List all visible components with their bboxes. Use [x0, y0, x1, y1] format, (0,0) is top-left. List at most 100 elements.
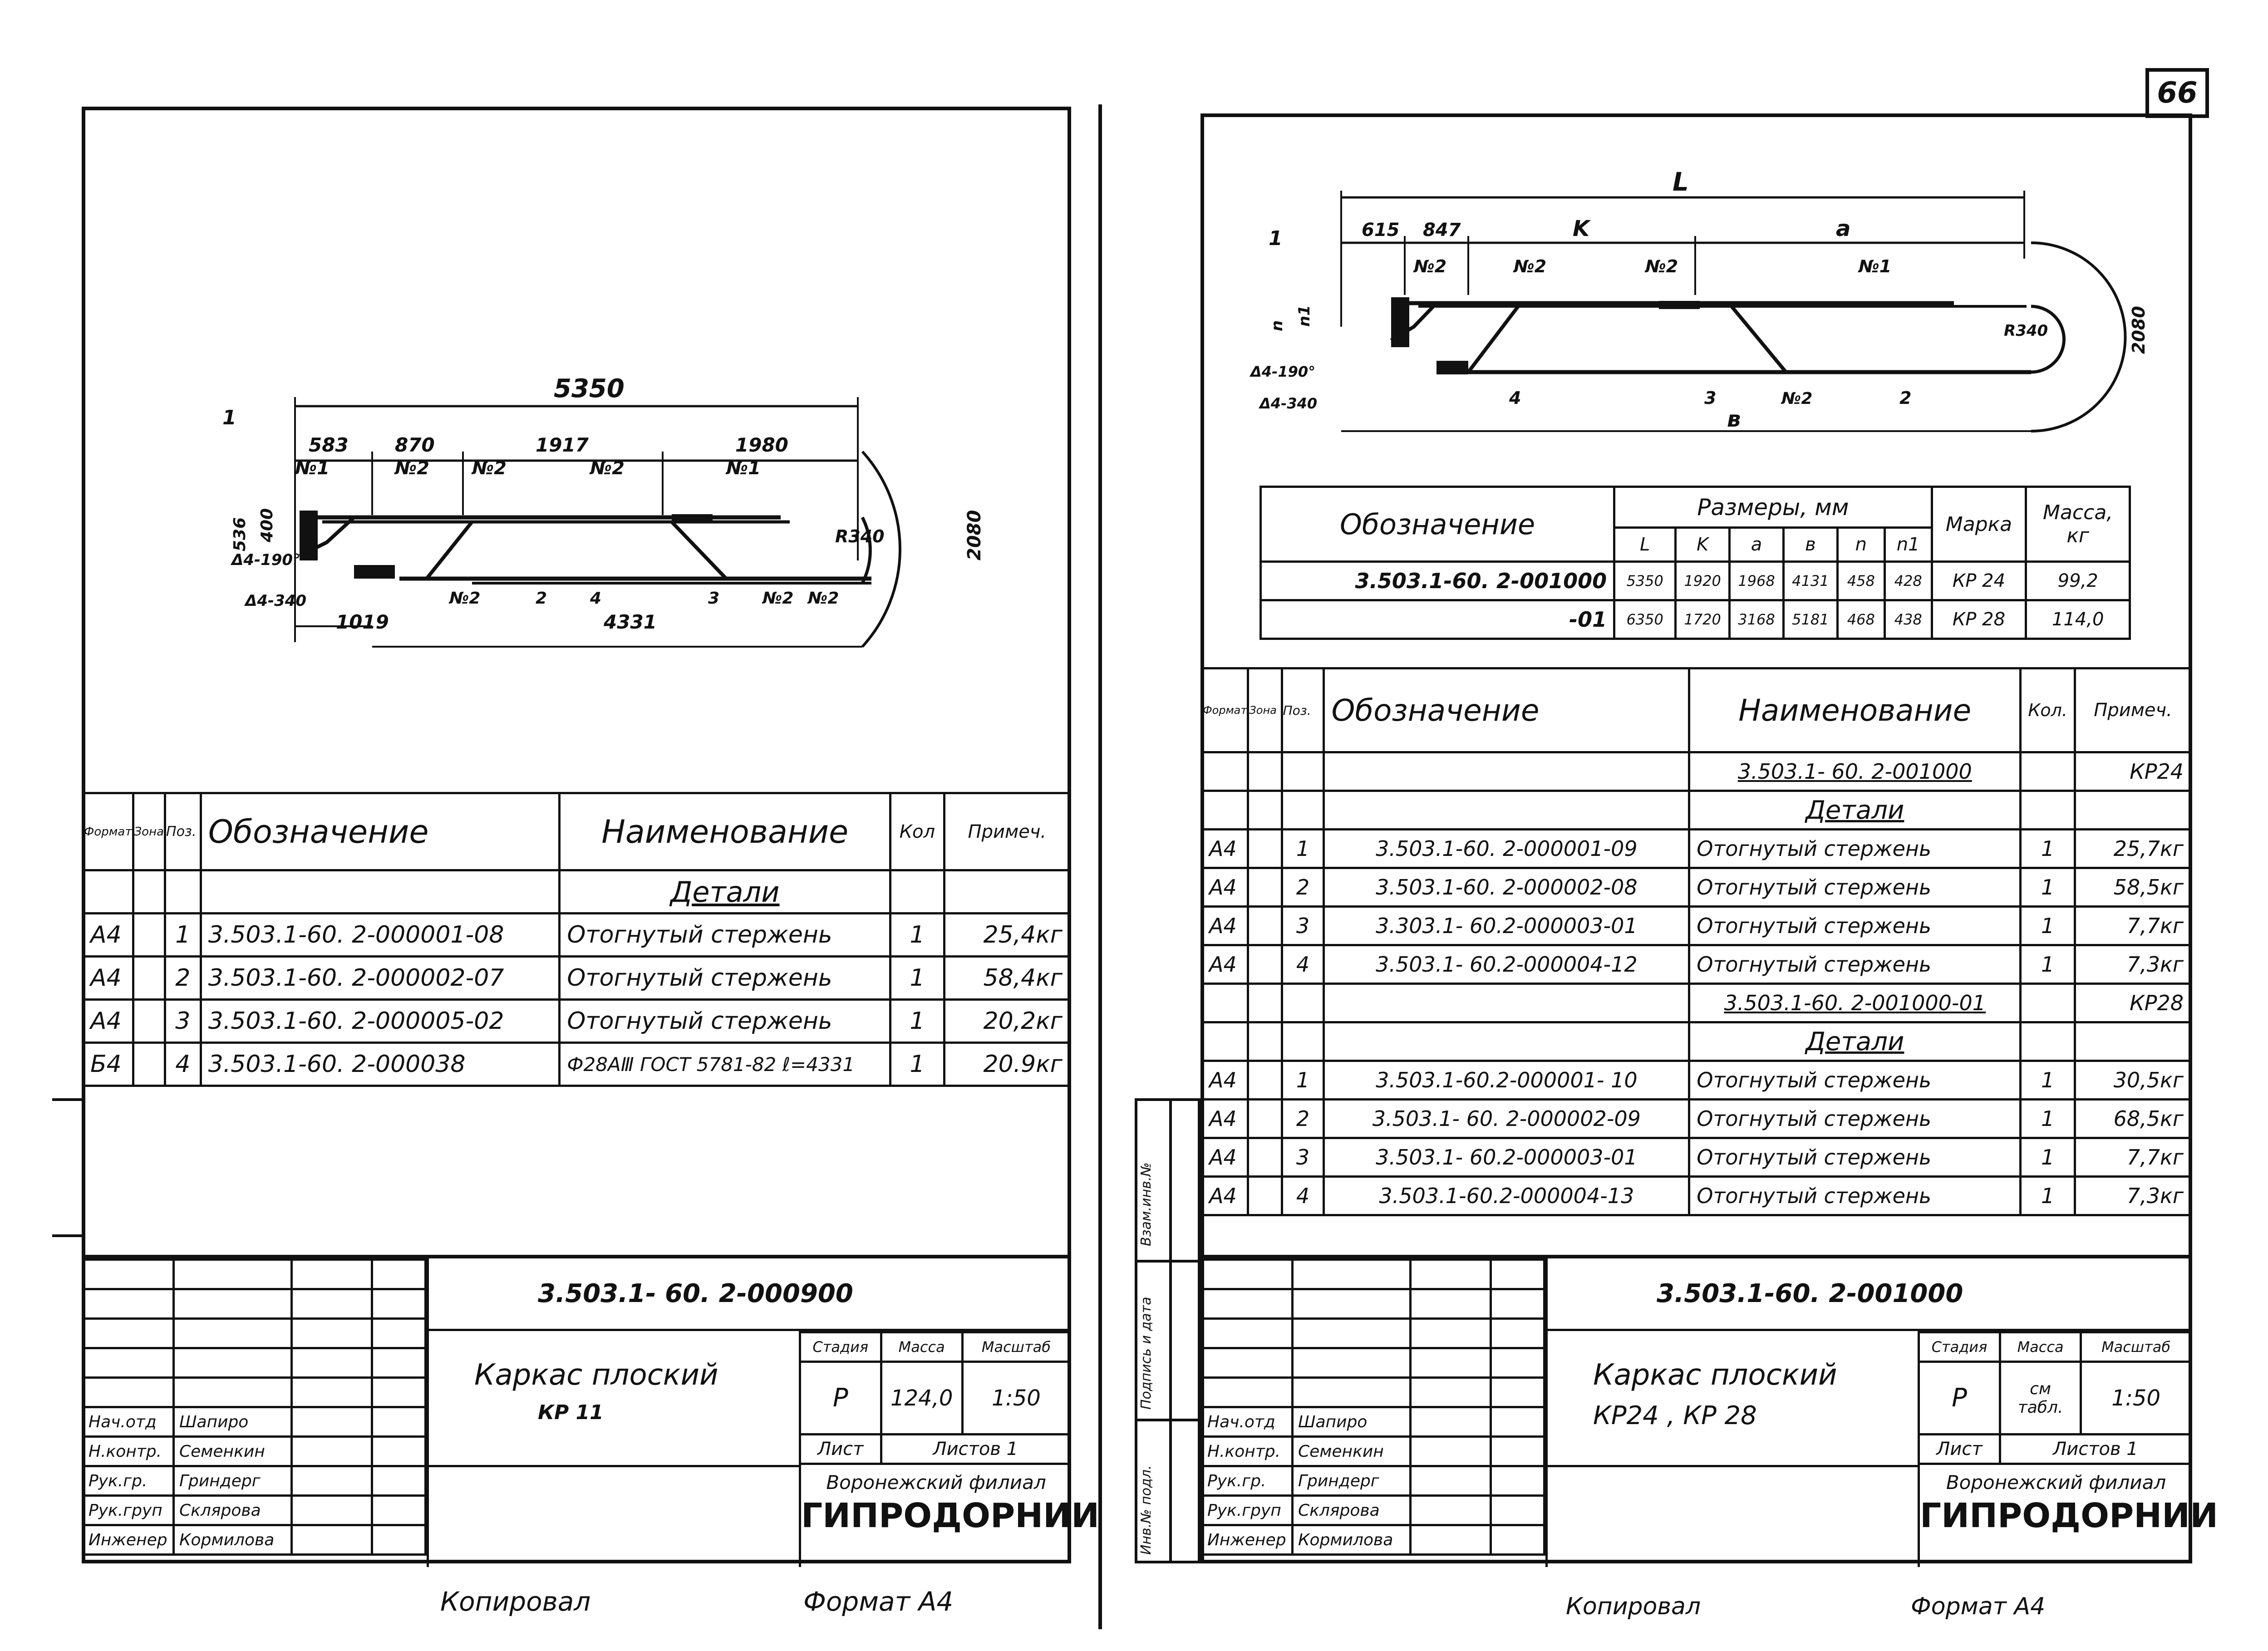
dim-height: 2080 [964, 510, 985, 560]
col-qty: Кол [889, 792, 945, 871]
col-format: Формат [1200, 667, 1250, 753]
callout: №1 [1858, 256, 1891, 276]
bent-bar-left [425, 521, 474, 580]
dim-seg-3: 1917 [536, 434, 589, 456]
col-note: Примеч. [943, 792, 1072, 871]
left-title-cell: Каркас плоский КР 11 [427, 1331, 799, 1467]
dim-bottom: в [1727, 407, 1741, 432]
right-spec-table: Формат Зона Поз. Обозначение Наименовани… [1200, 667, 2192, 1216]
stamp-label: Взам.инв.№ [1138, 1162, 1154, 1246]
stamp-label: Подпись и дата [1138, 1297, 1154, 1410]
org-line-2: ГИПРОДОРНИИ [1920, 1496, 2219, 1535]
title-line-2: КР24 , КР 28 [1593, 1401, 1757, 1430]
callout: №2 [589, 458, 625, 479]
table-row: -01 6350 1720 3168 5181 468 438 КР 28 11… [1259, 599, 2131, 640]
side-dim-2: n1 [1295, 305, 1314, 327]
col-name: Наименование [558, 792, 892, 871]
weld-label-1: Δ4-190° [1249, 363, 1315, 380]
dim-bottom-2: 4331 [603, 611, 657, 633]
staff-row: Н.контр.Семенкин [82, 1435, 427, 1467]
staff-row: Н.контр.Семенкин [1200, 1435, 1546, 1467]
inner-loop [861, 516, 872, 584]
callout: №2 [1413, 256, 1446, 276]
bent-bar-left [1466, 305, 1520, 373]
side-dim-1: n [1268, 320, 1286, 331]
table-row: 3.503.1-60. 2-001000 5350 1920 1968 4131… [1259, 560, 2131, 601]
right-footer-format: Формат А4 [1911, 1593, 2046, 1620]
section-title: Детали [1688, 1021, 2022, 1062]
left-footer-format: Формат А4 [803, 1586, 954, 1617]
callout: №2 [1513, 256, 1546, 276]
stamp-label: Инв.№ подл. [1138, 1465, 1154, 1555]
col-designation: Обозначение [199, 792, 561, 871]
dim-seg-3: K [1573, 216, 1591, 241]
doc-code: 3.503.1- 60. 2-000900 [538, 1279, 853, 1308]
callout: №1 [294, 458, 330, 479]
outer-loop [861, 450, 901, 648]
callout: 3 [1704, 388, 1716, 408]
dim-radius: R340 [835, 526, 885, 546]
left-footer-copied: Копировал [440, 1586, 591, 1617]
org-line-2: ГИПРОДОРНИИ [801, 1496, 1100, 1535]
callout: 1 [1269, 227, 1283, 250]
title-line-2: КР 11 [538, 1401, 604, 1424]
page-number-box: 66 [2145, 68, 2209, 118]
dims-header-mark: Марка [1930, 486, 2027, 563]
outer-loop [2031, 241, 2127, 432]
staff-row: Рук.гр.Гриндерг [82, 1465, 427, 1497]
callout: №2 [394, 458, 429, 479]
dim-seg-2: 847 [1423, 220, 1461, 241]
inner-loop [2031, 305, 2066, 374]
dim-seg-1: 583 [309, 434, 349, 456]
col-note: Примеч. [2074, 667, 2192, 753]
left-margin-tick [52, 1234, 84, 1237]
group1-title: 3.503.1- 60. 2-001000 [1688, 751, 2022, 792]
col-pos: Поз. [1280, 667, 1325, 753]
dim-height: 2080 [2129, 306, 2149, 354]
weld-block [1391, 297, 1409, 347]
left-drawing: 5350 583 870 1917 1980 1019 4331 R340 20… [222, 374, 985, 648]
dim-seg-1: 615 [1362, 220, 1400, 241]
group2-title: 3.503.1-60. 2-001000-01 [1688, 983, 2022, 1023]
side-dim-2: 400 [258, 508, 276, 543]
right-doc-code-cell: 3.503.1-60. 2-001000 [1545, 1258, 2192, 1331]
dim-overall: L [1673, 167, 1689, 197]
right-org-cell: Воронежский филиал ГИПРОДОРНИИ [1918, 1465, 2219, 1567]
doc-code: 3.503.1-60. 2-001000 [1657, 1279, 1963, 1308]
left-margin-tick [52, 1098, 84, 1101]
dim-radius: R340 [2004, 322, 2048, 340]
callout: 2 [1899, 388, 1911, 408]
callout: №2 [762, 589, 793, 608]
weld-block-left [300, 511, 318, 560]
title-line-1: Каркас плоский [1593, 1358, 1837, 1392]
title-line-1: Каркас плоский [474, 1358, 718, 1392]
weld-label-2: Δ4-340 [1258, 395, 1317, 412]
col-pos: Поз. [164, 792, 202, 871]
callout: 1 [222, 406, 236, 429]
side-dim-1: 536 [231, 517, 249, 551]
section-title: Детали [1688, 790, 2022, 830]
right-footer-copied: Копировал [1566, 1593, 1701, 1620]
callout: №2 [1781, 389, 1812, 408]
callout: №2 [448, 589, 480, 608]
org-line-1: Воронежский филиал [1946, 1471, 2166, 1494]
dims-header-designation: Обозначение [1259, 486, 1616, 563]
page-number: 66 [2157, 76, 2198, 110]
